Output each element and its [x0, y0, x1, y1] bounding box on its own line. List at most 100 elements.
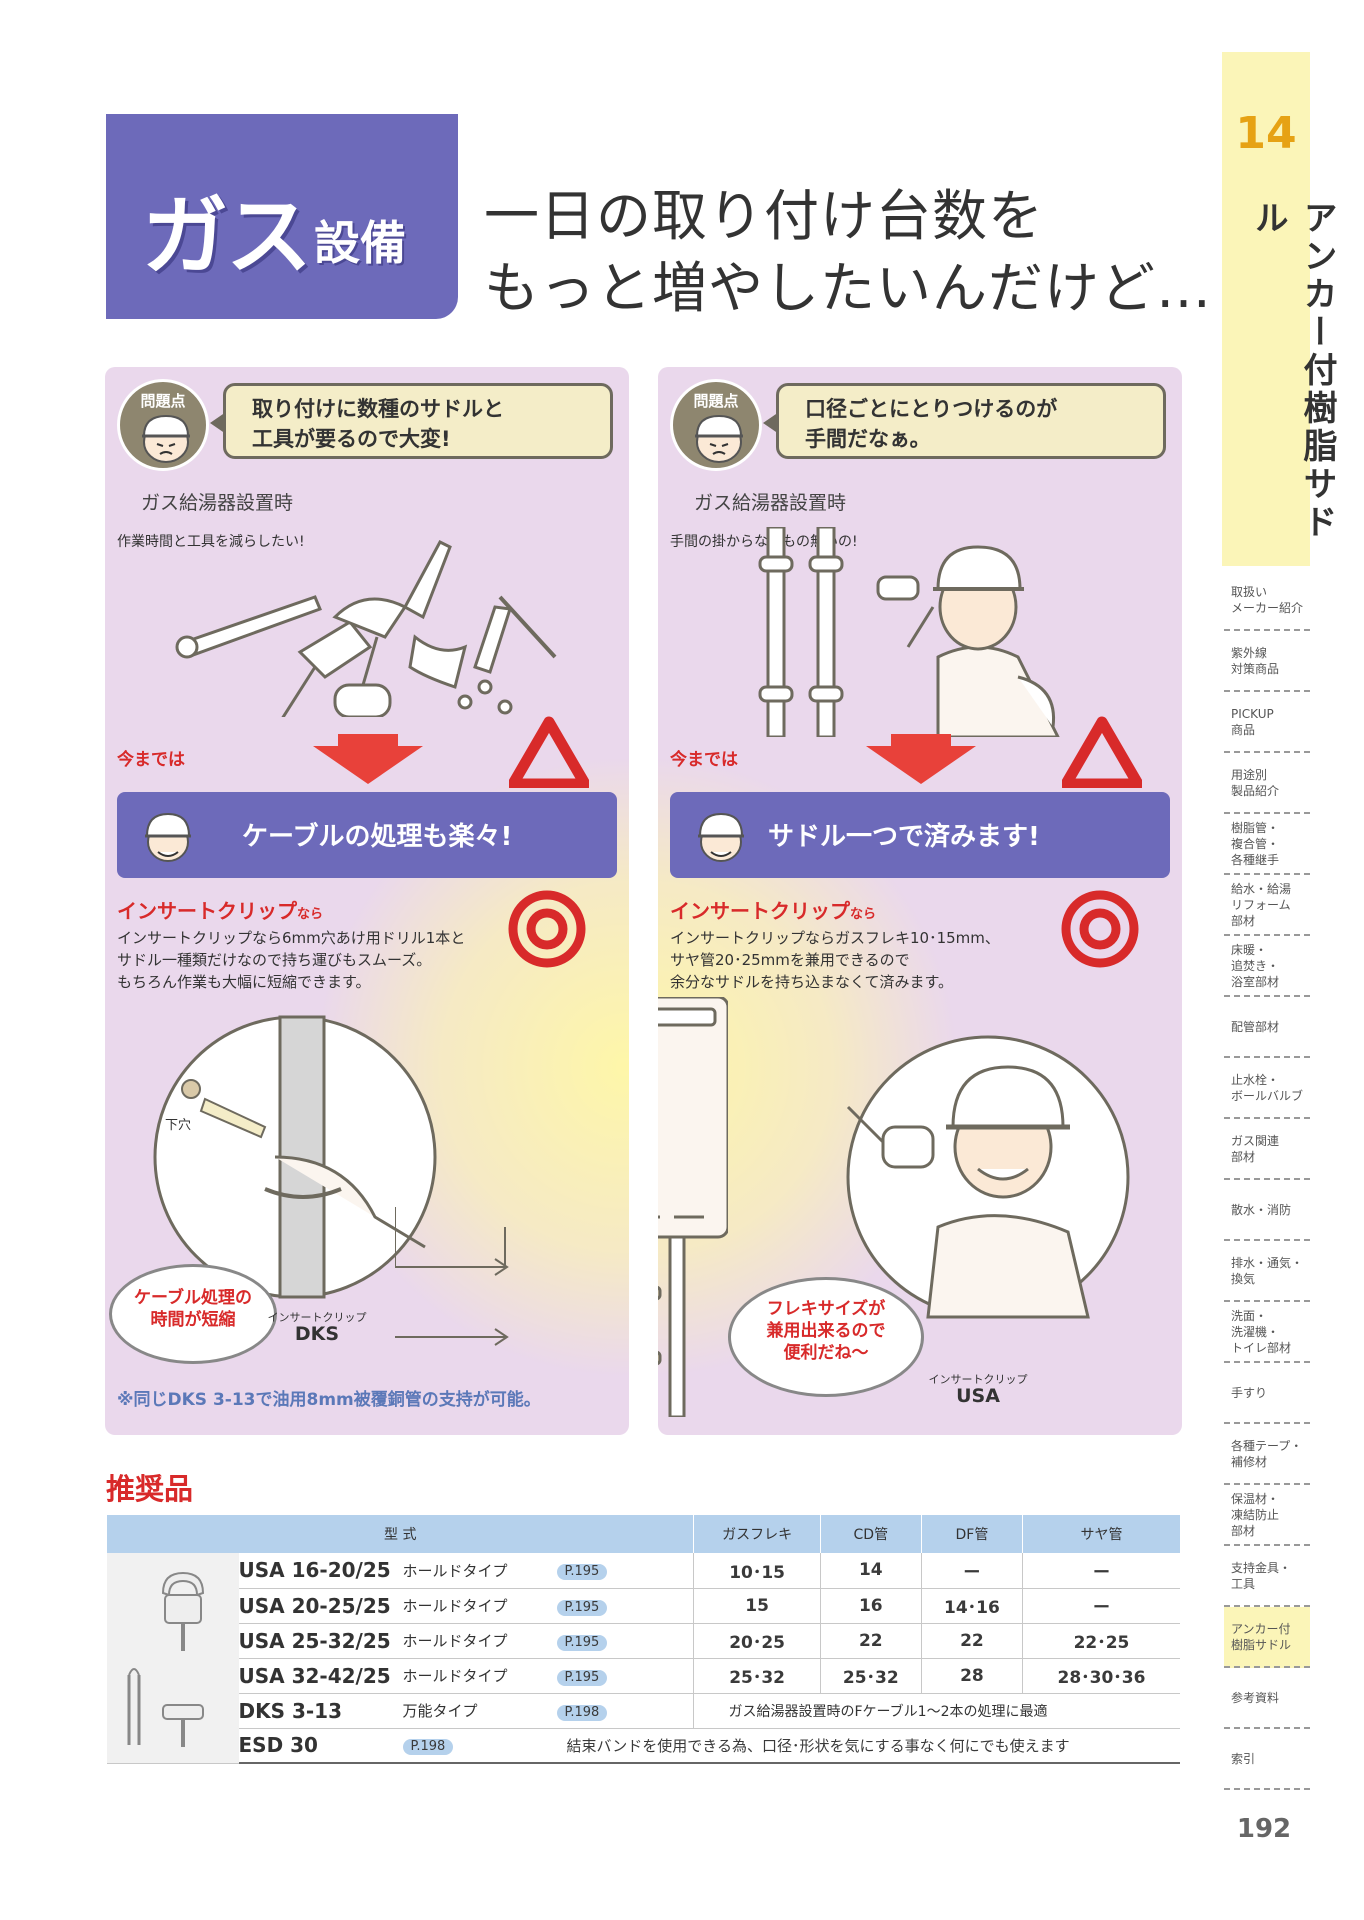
hole-label: 下穴: [165, 1118, 192, 1133]
bubble-tail: [210, 412, 226, 434]
page-ref-link[interactable]: P.195: [556, 1599, 608, 1616]
callout-line-2: 兼用出来るので: [766, 1321, 886, 1341]
before-label: 今までは: [670, 750, 738, 770]
double-circle-mark-icon: [508, 890, 586, 968]
df-pipe-value: 22: [920, 1623, 1023, 1659]
model-name: USA 20-25/25: [238, 1588, 403, 1624]
water-heater-illustration: [658, 997, 728, 1417]
page-ref-link[interactable]: P.195: [556, 1669, 608, 1686]
page-ref-cell: P.195: [556, 1553, 694, 1589]
worker-pipes-illustration: [758, 527, 1060, 737]
badge-label: 問題点: [693, 392, 739, 410]
short-time-callout: ケーブル処理の 時間が短縮: [109, 1264, 277, 1364]
nav-item-resin-pipe[interactable]: 樹脂管・ 複合管・ 各種継手: [1224, 814, 1310, 875]
down-arrow-icon: [313, 734, 423, 784]
drilling-worker-illustration: [846, 1035, 1130, 1319]
header-model: 型 式: [105, 1515, 694, 1553]
model-type: ホールドタイプ: [402, 1658, 557, 1694]
page-ref-link[interactable]: P.195: [556, 1564, 608, 1581]
scene-note: 作業時間と工具を減らしたい!: [117, 534, 305, 550]
table-row: USA 16-20/25 ホールドタイプ P.195 10･15 14 ー ー: [106, 1553, 1180, 1764]
problem-bubble: 口径ごとにとりつけるのが 手間だなぁ。: [763, 383, 1166, 459]
product-name: DKS: [294, 1323, 340, 1345]
gas-flex-value: 20･25: [693, 1623, 821, 1659]
page-ref-cell: P.195: [556, 1588, 694, 1624]
worried-worker-icon: [695, 414, 743, 463]
cd-pipe-value: 22: [819, 1623, 922, 1659]
page-ref-link[interactable]: P.198: [556, 1704, 608, 1721]
nav-item-drainage[interactable]: 排水・通気・ 換気: [1224, 1241, 1310, 1302]
gas-flex-value: 10･15: [693, 1553, 821, 1589]
nav-item-index[interactable]: 索引: [1224, 1729, 1310, 1790]
clip-title-text: インサートクリップ: [117, 899, 297, 923]
clip-description: インサートクリップならガスフレキ10･15mm、 サヤ管20･25mmを兼用でき…: [670, 929, 1000, 991]
callout-line-1: フレキサイズが: [766, 1299, 886, 1319]
tools-illustration: [175, 540, 557, 717]
nav-item-makers[interactable]: 取扱い メーカー紹介: [1224, 570, 1310, 631]
page-ref-cell: P.195: [556, 1623, 694, 1659]
model-type: ホールドタイプ: [402, 1588, 557, 1624]
recommended-products-table: 型 式 ガスフレキ CD管 DF管 サヤ管: [105, 1515, 1180, 1764]
saddle-clip-icon: [127, 1572, 204, 1748]
bubble-line-2: 工具が要るので大変!: [252, 427, 451, 451]
problem-panel-right: 問題点 口径ごとにとりつけるのが 手間だなぁ。 ガス給湯器設置時 手間の掛からな…: [658, 367, 1182, 1435]
bubble-line-2: 手間だなぁ。: [805, 427, 931, 451]
page-headline: 一日の取り付け台数を もっと増やしたいんだけど…: [484, 180, 1212, 324]
nav-item-water-supply[interactable]: 給水・給湯 リフォーム 部材: [1224, 875, 1310, 936]
df-pipe-value: ー: [920, 1553, 1023, 1589]
before-label: 今までは: [117, 750, 185, 770]
cd-pipe-value: 16: [819, 1588, 922, 1624]
page-ref-cell: P.195: [556, 1658, 694, 1694]
clip-title-text: インサートクリップ: [670, 899, 850, 923]
header-df-pipe: DF管: [920, 1515, 1023, 1553]
sheath-pipe-value: 22･25: [1021, 1623, 1180, 1659]
pipe-detail-illustration: [153, 1015, 437, 1299]
nav-item-pickup[interactable]: PICKUP 商品: [1224, 692, 1310, 753]
chapter-tab[interactable]: 14 アンカー付樹脂サドル: [1222, 52, 1337, 566]
nav-item-saddle[interactable]: アンカー付 樹脂サドル: [1224, 1607, 1310, 1668]
cd-pipe-value: 14: [819, 1553, 922, 1589]
model-name: USA 32-42/25: [238, 1658, 403, 1694]
nav-item-usage[interactable]: 用途別 製品紹介: [1224, 753, 1310, 814]
nav-item-tape[interactable]: 各種テープ・ 補修材: [1224, 1424, 1310, 1485]
flex-size-callout: フレキサイズが 兼用出来るので 便利だね～: [728, 1277, 924, 1397]
clip-title: インサートクリップなら: [117, 895, 323, 924]
scene-label: ガス給湯器設置時: [694, 492, 847, 514]
page-ref-link[interactable]: P.195: [556, 1634, 608, 1651]
bubble-line-1: 取り付けに数種のサドルと: [252, 397, 504, 421]
nav-item-handrail[interactable]: 手すり: [1224, 1363, 1310, 1424]
bubble-line-1: 口径ごとにとりつけるのが: [805, 397, 1058, 421]
problem-bubble: 取り付けに数種のサドルと 工具が要るので大変!: [210, 383, 613, 459]
nav-item-support[interactable]: 支持金具・ 工具: [1224, 1546, 1310, 1607]
bubble-tail: [763, 412, 779, 434]
clip-title-suffix: なら: [850, 907, 877, 922]
model-name: DKS 3-13: [238, 1693, 403, 1729]
footnote: ※同じDKS 3-13で油用8mm被覆銅管の支持が可能。: [117, 1390, 541, 1410]
model-name: USA 16-20/25: [238, 1553, 403, 1589]
product-image-cell: [106, 1553, 239, 1764]
headline-line-2: もっと増やしたいんだけど…: [484, 256, 1213, 320]
table-row: USA 25-32/25 ホールドタイプ P.195 20･25 22 22 2…: [107, 1623, 1180, 1659]
sheath-pipe-value: ー: [1021, 1588, 1180, 1624]
gas-flex-value: 15: [693, 1588, 821, 1624]
nav-item-gas[interactable]: ガス関連 部材: [1224, 1119, 1310, 1180]
scene-note: 手間の掛からないもの無いの!: [670, 534, 858, 550]
category-title: ガス: [142, 187, 312, 287]
nav-item-sprinkler[interactable]: 散水・消防: [1224, 1180, 1310, 1241]
nav-item-washroom[interactable]: 洗面・ 洗濯機・ トイレ部材: [1224, 1302, 1310, 1363]
nav-item-piping[interactable]: 配管部材: [1224, 997, 1310, 1058]
chapter-nav: 取扱い メーカー紹介 紫外線 対策商品 PICKUP 商品 用途別 製品紹介 樹…: [1224, 570, 1310, 1790]
nav-item-uv[interactable]: 紫外線 対策商品: [1224, 631, 1310, 692]
nav-item-reference[interactable]: 参考資料: [1224, 1668, 1310, 1729]
nav-item-floor-heating[interactable]: 床暖・ 追焚き・ 浴室部材: [1224, 936, 1310, 997]
product-name: USA: [956, 1385, 1000, 1407]
usage-note: 結束バンドを使用できる為、口径･形状を気にする事なく何にでも使えます: [556, 1728, 1180, 1764]
nav-item-valves[interactable]: 止水栓・ ボールバルブ: [1224, 1058, 1310, 1119]
page-ref-link[interactable]: P.198: [402, 1739, 454, 1756]
badge-label: 問題点: [140, 392, 186, 410]
nav-item-insulation[interactable]: 保温材・ 凍結防止 部材: [1224, 1485, 1310, 1546]
df-pipe-value: 14･16: [920, 1588, 1023, 1624]
chapter-title: アンカー付樹脂サドル: [1248, 200, 1337, 542]
gas-flex-value: 25･32: [693, 1658, 821, 1694]
clip-description: インサートクリップなら6mm穴あけ用ドリル1本と サドル一種類だけなので持ち運び…: [117, 929, 466, 991]
